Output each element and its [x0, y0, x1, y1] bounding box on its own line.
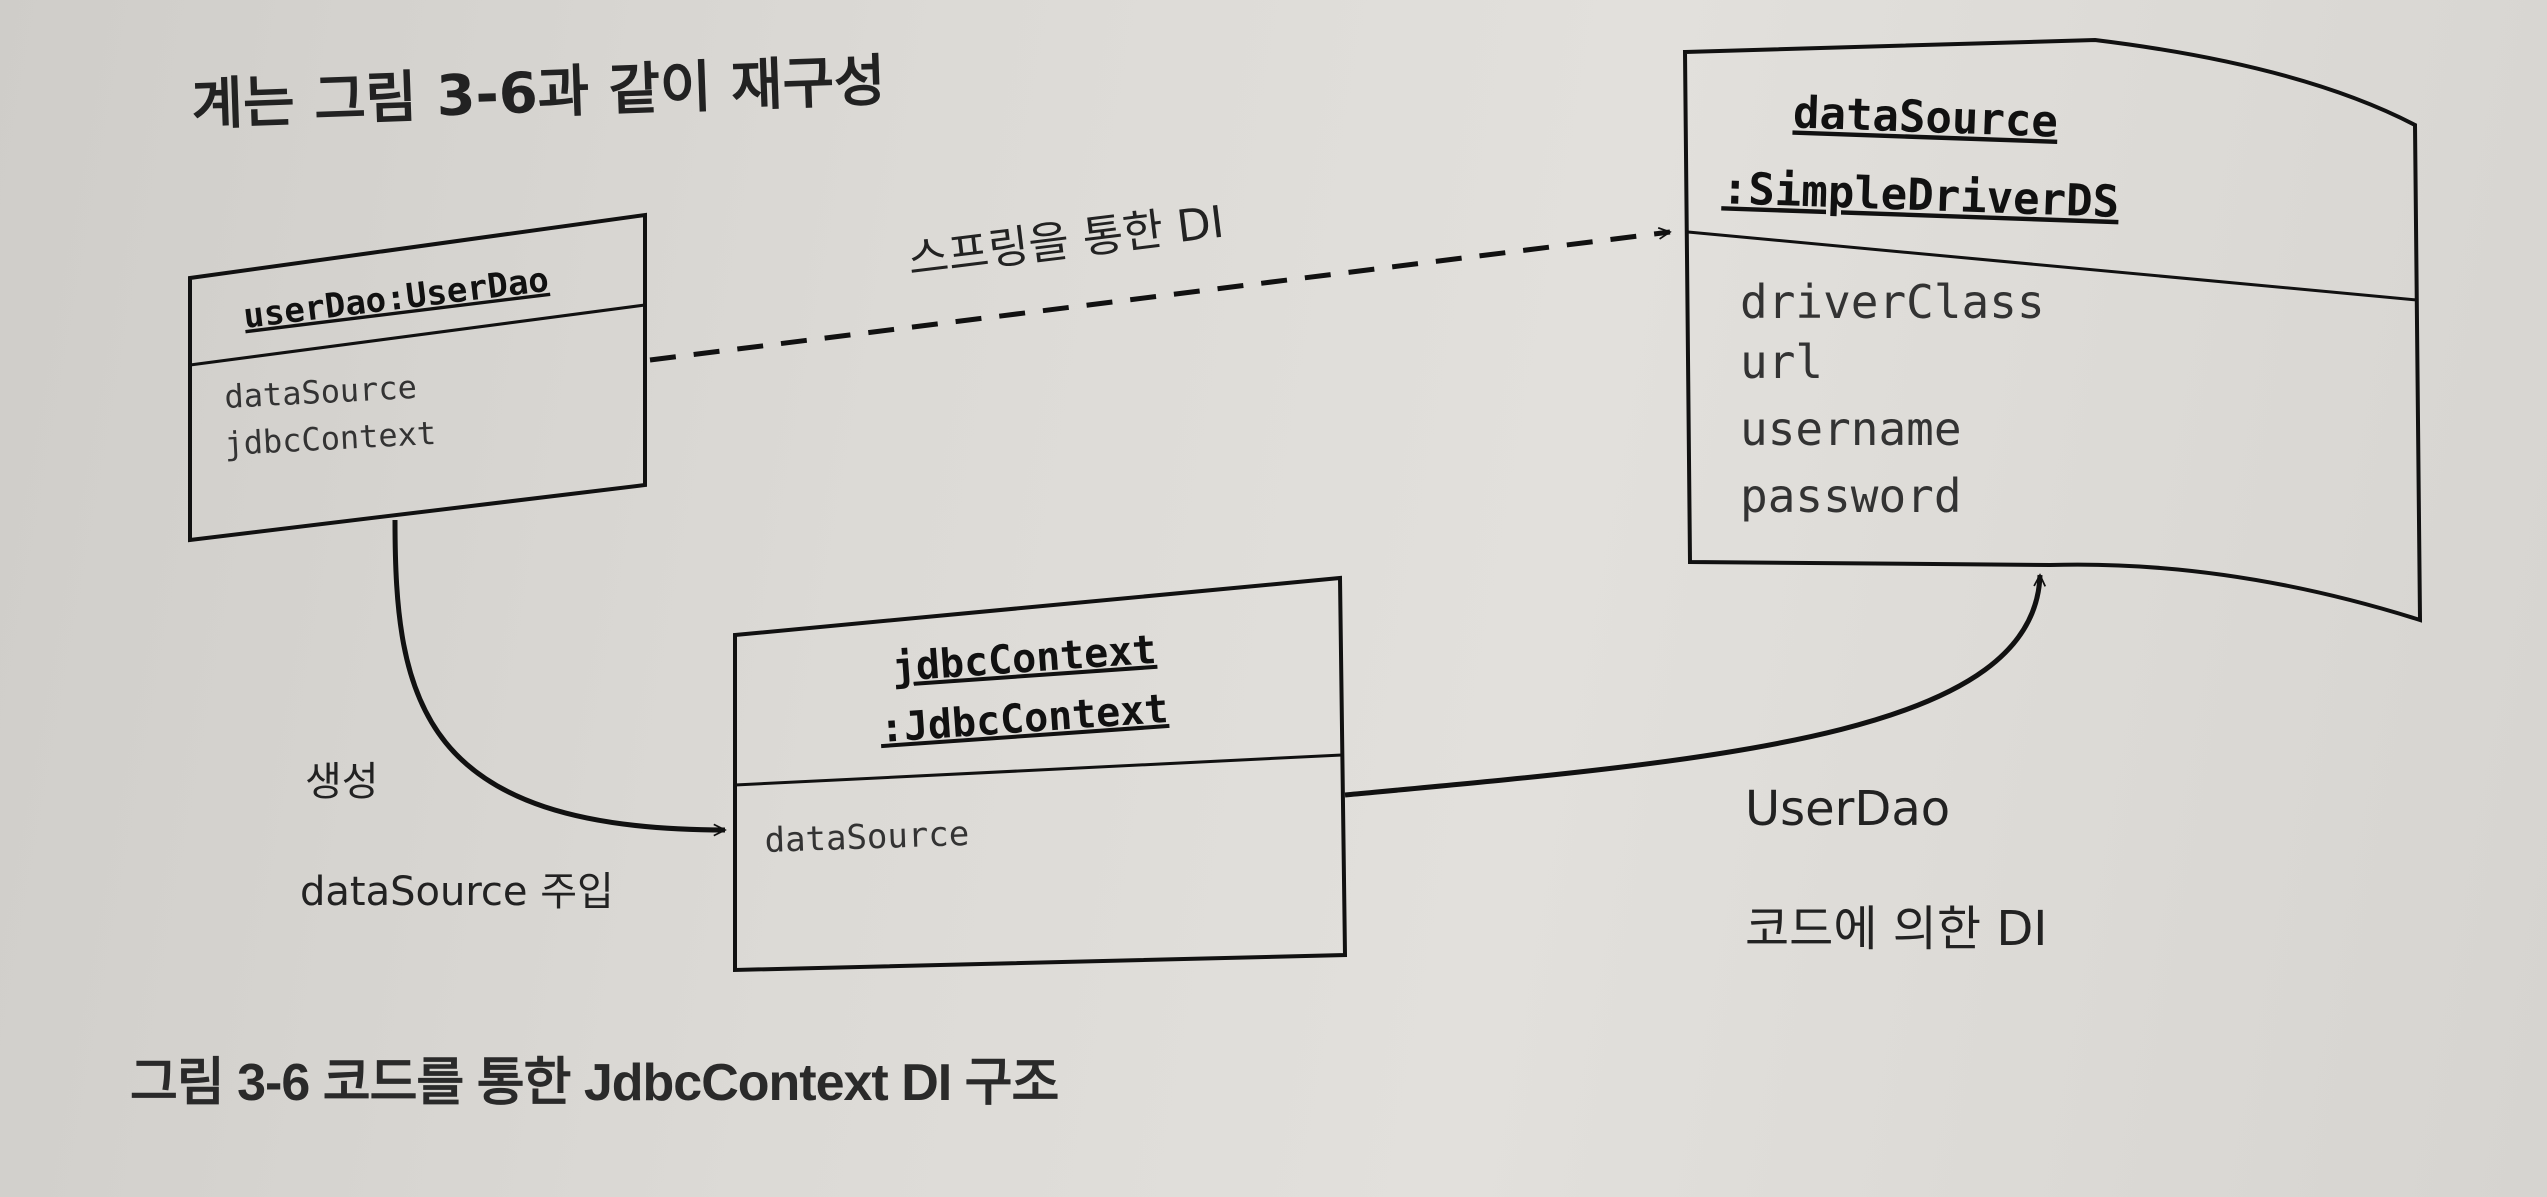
label-create: 생성	[305, 759, 379, 805]
class-title-datasource-type: :SimpleDriverDS	[1721, 163, 2120, 228]
class-title-jdbccontext-type: :JdbcContext	[878, 686, 1169, 752]
attribute-jdbccontext: jdbcContext	[223, 414, 437, 463]
class-box-jdbccontext-divider	[734, 753, 1343, 787]
class-title-userdao: userDao:UserDao	[241, 260, 551, 337]
label-code-di: 코드에 의한 DI	[1745, 901, 2047, 957]
class-box-jdbccontext: jdbcContext :JdbcContext dataSource	[733, 575, 1348, 973]
attribute-password: password	[1740, 469, 1962, 523]
class-title-datasource-name: dataSource	[1792, 87, 2059, 147]
arrow-spring-di	[649, 232, 1670, 363]
label-spring-di: 스프링을 통한 DI	[905, 197, 1227, 286]
class-box-datasource: dataSource :SimpleDriverDS driverClass u…	[1682, 37, 2423, 623]
label-datasource-inject: dataSource 주입	[300, 869, 614, 915]
figure-caption: 그림 3-6 코드를 통한 JdbcContext DI 구조	[130, 1054, 1059, 1112]
class-box-datasource-divider	[1687, 230, 2418, 302]
label-code-di-owner: UserDao	[1745, 781, 1950, 837]
class-box-datasource-outline	[1682, 37, 2423, 623]
attribute-username: username	[1740, 402, 1962, 456]
class-box-jdbccontext-outline	[733, 575, 1348, 973]
class-box-userdao-divider	[189, 303, 646, 367]
class-title-jdbccontext-name: jdbcContext	[890, 627, 1157, 691]
class-box-userdao-outline	[188, 212, 647, 543]
attribute-url: url	[1740, 335, 1823, 389]
arrow-code-di	[1344, 575, 2040, 798]
attribute-datasource: dataSource	[223, 368, 417, 416]
class-box-userdao: userDao:UserDao dataSource jdbcContext	[188, 212, 647, 543]
arrow-create-inject	[392, 519, 725, 830]
attribute-datasource: dataSource	[764, 814, 970, 861]
attribute-driverclass: driverClass	[1740, 275, 2045, 329]
